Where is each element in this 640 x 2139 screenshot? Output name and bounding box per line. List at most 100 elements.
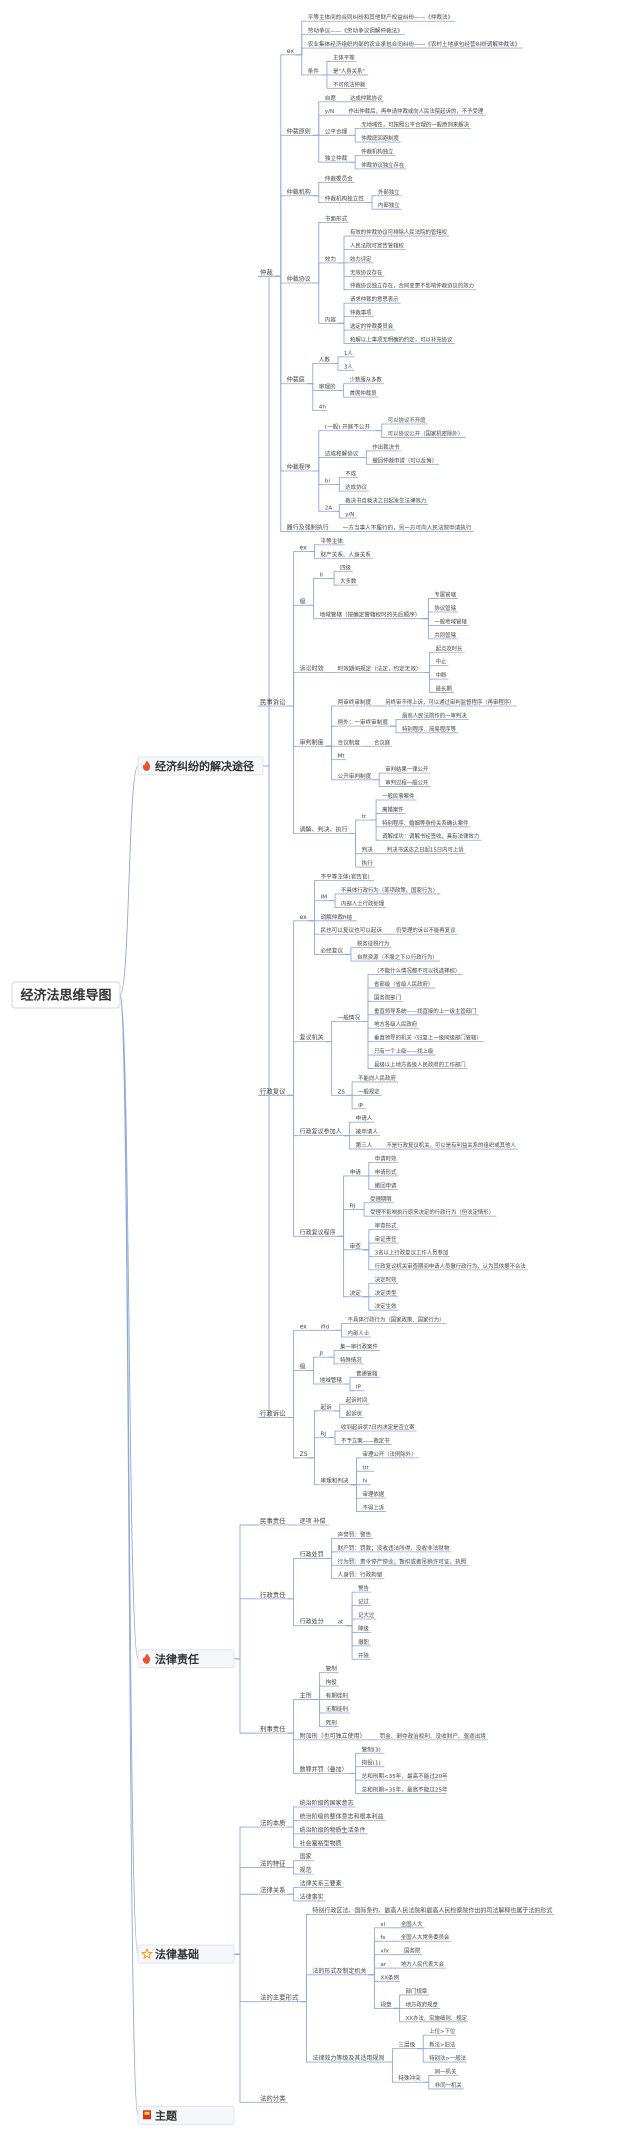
subtopic-node[interactable]: 统治阶级的物质生活条件 xyxy=(297,1826,368,1835)
subtopic-node[interactable]: 时效期间规定（法定，约定无效） xyxy=(335,664,424,673)
subtopic-node[interactable]: 有期徒刑 xyxy=(323,1692,350,1700)
subtopic-node[interactable]: 农业集体经济组织内部的农业承包合同纠纷——《农村土地承包经营纠纷调解仲裁法》 xyxy=(305,40,523,49)
subtopic-node[interactable]: 开除 xyxy=(356,1651,371,1660)
subtopic-node[interactable]: 申请人 xyxy=(353,1114,375,1123)
subtopic-node[interactable]: 平等主体间的合同纠纷和其他财产权益纠纷——《仲裁法》 xyxy=(305,13,456,22)
subtopic-node[interactable]: 被申请人 xyxy=(353,1128,380,1137)
subtopic-node[interactable]: 平等主体 xyxy=(318,537,345,546)
subtopic-node[interactable]: 内部人士行政处理 xyxy=(339,899,387,908)
subtopic-node[interactable]: 人民法院可宣告管辖权 xyxy=(348,241,406,250)
subtopic-node[interactable]: 首席仲裁员 xyxy=(347,389,379,398)
subtopic-node[interactable]: 一方当事人不履行的，另一方可向人民法院申请执行 xyxy=(340,523,474,532)
subtopic-node[interactable]: 书面形式 xyxy=(322,215,350,224)
subtopic-node[interactable]: 四级 xyxy=(338,564,353,573)
subtopic-node[interactable]: 仲裁庭 xyxy=(284,376,307,385)
subtopic-node[interactable]: RJ xyxy=(347,1203,359,1210)
subtopic-node[interactable]: tr xyxy=(359,814,371,821)
subtopic-node[interactable]: 非同一机关 xyxy=(432,2081,464,2090)
topic-node[interactable]: 行政责任 xyxy=(258,1590,288,1600)
subtopic-node[interactable]: 审查形式 xyxy=(372,1222,399,1231)
subtopic-node[interactable]: 死刑 xyxy=(323,1718,339,1727)
subtopic-node[interactable]: 起诉状 xyxy=(343,1410,364,1418)
subtopic-node[interactable]: 降级 xyxy=(356,1624,371,1633)
subtopic-node[interactable]: 行为罚：责令停产停业；暂扣或者吊销许可证、执照 xyxy=(335,1557,469,1566)
subtopic-node[interactable]: XX办法、实施细则、规定 xyxy=(403,2014,468,2023)
subtopic-node[interactable]: 垂直领导系统——找直接的上一级主管部门 xyxy=(372,1007,479,1016)
subtopic-node[interactable]: 国家 xyxy=(297,1853,314,1862)
subtopic-node[interactable]: 受理期限 xyxy=(368,1195,394,1204)
subtopic-node[interactable]: 部门规章 xyxy=(403,1987,430,1996)
subtopic-node[interactable]: 合议庭 xyxy=(372,738,393,747)
subtopic-node[interactable]: 一般民事案件 xyxy=(380,792,417,801)
subtopic-node[interactable]: 审判过程一般公开 xyxy=(383,779,431,787)
subtopic-node[interactable]: 级 xyxy=(297,1363,308,1372)
subtopic-node[interactable]: 可以协议公开（国家机密除外） xyxy=(385,429,466,438)
subtopic-node[interactable]: 另终审不得上诉，可以通过审判监督程序（再审程序） xyxy=(383,698,517,707)
subtopic-node[interactable]: 仲裁机构独立 xyxy=(359,147,396,156)
subtopic-node[interactable]: 和解以上事项无明确的约定，可以补充协议 xyxy=(348,335,455,344)
subtopic-node[interactable]: （不能什么情况都不可以找选择权） xyxy=(372,967,463,975)
subtopic-node[interactable]: 离婚案件 xyxy=(380,805,406,814)
subtopic-node[interactable]: 公开审判制度 xyxy=(335,772,374,781)
subtopic-node[interactable]: 条件 xyxy=(305,67,321,76)
subtopic-node[interactable]: 社会富裕型物质 xyxy=(297,1839,344,1848)
subtopic-node[interactable]: xfx xyxy=(378,1949,393,1956)
subtopic-node[interactable]: ar xyxy=(378,1962,389,1969)
subtopic-node[interactable]: 决定类型 xyxy=(372,1289,399,1298)
subtopic-node[interactable]: JI xyxy=(317,1351,329,1358)
subtopic-node[interactable]: 地方人民代表大会 xyxy=(398,1960,447,1969)
subtopic-node[interactable]: 撤回申请 xyxy=(372,1181,399,1190)
subtopic-node[interactable]: 第三人 xyxy=(353,1141,375,1150)
subtopic-node[interactable]: 地域管辖 xyxy=(317,1376,344,1385)
root-node[interactable]: 经济法思维导图 xyxy=(11,981,121,1009)
subtopic-node[interactable]: ZS xyxy=(297,1451,309,1459)
topic-node[interactable]: 法律关系 xyxy=(258,1885,288,1895)
subtopic-node[interactable]: 法律关系三要素 xyxy=(297,1880,344,1888)
subtopic-node[interactable]: 管制 xyxy=(323,1665,339,1674)
subtopic-node[interactable]: 特殊情况 xyxy=(338,1356,364,1365)
subtopic-node[interactable]: 裁决书自裁决之日起发生法律效力 xyxy=(343,497,429,505)
subtopic-node[interactable]: ex xyxy=(284,48,296,56)
subtopic-node[interactable]: 行政复议程序 xyxy=(297,1228,338,1237)
subtopic-node[interactable]: 仲裁程序 xyxy=(284,463,313,472)
subtopic-node[interactable]: 法律事实 xyxy=(297,1893,326,1902)
subtopic-node[interactable]: 记过 xyxy=(356,1598,371,1606)
subtopic-node[interactable]: 地方各级人民政府 xyxy=(372,1020,420,1029)
branch-node[interactable]: 经济纠纷的解决途径 xyxy=(137,756,264,776)
subtopic-node[interactable]: 达成和解协议 xyxy=(322,450,361,458)
topic-node[interactable]: 刑事责任 xyxy=(258,1724,288,1734)
subtopic-node[interactable]: 审查 xyxy=(347,1242,363,1251)
subtopic-node[interactable]: 行政处罚 xyxy=(297,1551,326,1559)
topic-node[interactable]: 法的本质 xyxy=(258,1818,288,1828)
subtopic-node[interactable]: ZS xyxy=(335,1089,347,1096)
subtopic-node[interactable]: 国务院 xyxy=(402,1947,423,1956)
branch-node[interactable]: 法律基础 xyxy=(137,1944,235,1964)
subtopic-node[interactable]: 财产关系、人身关系 xyxy=(318,550,373,559)
subtopic-node[interactable]: 行政复议参加人 xyxy=(297,1128,344,1137)
subtopic-node[interactable]: 决定 xyxy=(347,1289,363,1298)
subtopic-node[interactable]: 统治阶级的国家意志 xyxy=(297,1799,356,1808)
subtopic-node[interactable]: 主刑 xyxy=(297,1692,314,1700)
subtopic-node[interactable]: at xyxy=(335,1620,347,1627)
subtopic-node[interactable]: 一般规定 xyxy=(356,1087,382,1096)
subtopic-node[interactable]: 起诉时间 xyxy=(343,1396,370,1405)
subtopic-node[interactable]: 内部独立 xyxy=(376,201,402,210)
subtopic-node[interactable]: 民也可以复议也可以起诉 xyxy=(318,926,385,935)
subtopic-node[interactable]: 无期徒刑 xyxy=(323,1705,350,1714)
subtopic-node[interactable]: 4h xyxy=(316,405,328,411)
subtopic-node[interactable]: 达成协议 xyxy=(343,483,369,492)
subtopic-node[interactable]: 特别程序、简易程序等 xyxy=(400,725,458,734)
subtopic-node[interactable]: 作出仲裁后，再申请仲裁或向人民法院起诉的，不予受理 xyxy=(346,107,486,116)
subtopic-node[interactable]: 例外：一审终审制度 xyxy=(335,718,390,727)
subtopic-node[interactable]: 法律效力等级及其适用规则 xyxy=(310,2054,387,2063)
subtopic-node[interactable]: 请求仲裁的意思表示 xyxy=(348,295,401,304)
subtopic-node[interactable]: 罚金、剥夺政治权利、没收财产、驱逐出境 xyxy=(377,1732,488,1741)
subtopic-node[interactable]: 审理公开（法例除外） xyxy=(360,1450,419,1459)
subtopic-node[interactable]: 不是行政复议机关，可以是有利益关系的组织或其他人 xyxy=(384,1141,518,1150)
subtopic-node[interactable]: 附加刑（也可独立使用） xyxy=(297,1732,368,1741)
subtopic-node[interactable]: 合议制度 xyxy=(335,738,362,747)
subtopic-node[interactable]: 决定时效 xyxy=(372,1275,399,1284)
subtopic-node[interactable]: 起点及时长 xyxy=(433,644,465,653)
topic-node[interactable]: 行政复议 xyxy=(258,1086,288,1096)
subtopic-node[interactable]: 税务征税行为 xyxy=(354,940,392,949)
